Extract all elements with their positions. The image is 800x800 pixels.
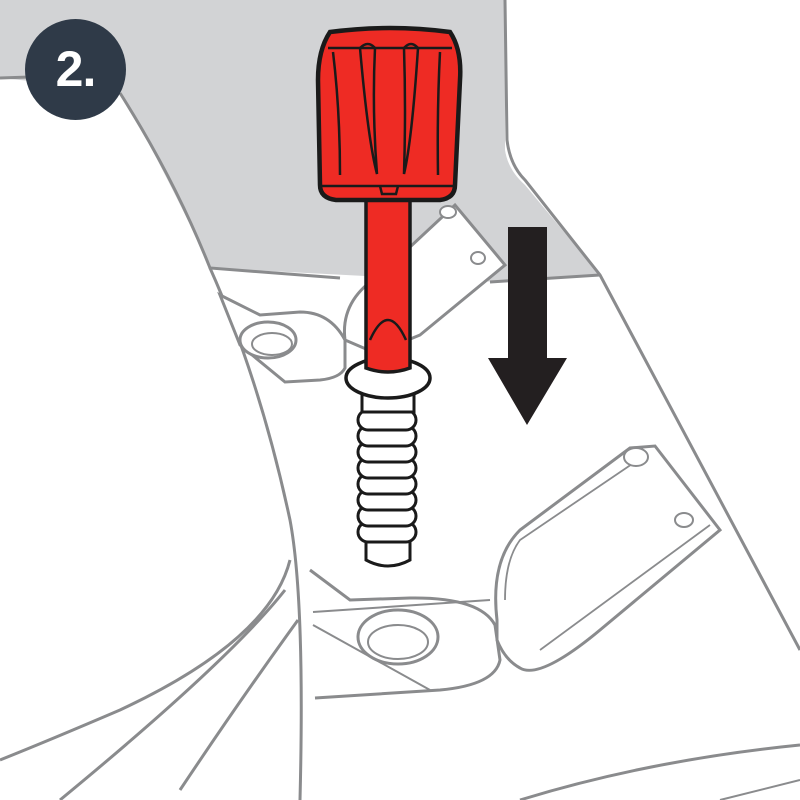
step-number-label: 2. <box>55 40 97 97</box>
floor-curve-2 <box>719 779 800 800</box>
seat-curve-3 <box>59 589 287 800</box>
lower-bracket-flap <box>494 444 723 672</box>
seat-curve-2 <box>178 619 300 791</box>
lower-bracket-hole <box>356 608 440 666</box>
arrow-down-icon <box>488 227 567 425</box>
panel-right-edge <box>503 0 800 651</box>
floor-curve <box>519 743 800 800</box>
red-knob <box>315 25 463 203</box>
red-shaft <box>364 198 412 374</box>
screw-thread <box>356 386 418 568</box>
upper-bracket-hole <box>238 320 298 360</box>
knob-ridges <box>322 42 456 196</box>
seat-curve-1 <box>0 559 292 762</box>
step-number-badge: 2. <box>25 19 126 120</box>
